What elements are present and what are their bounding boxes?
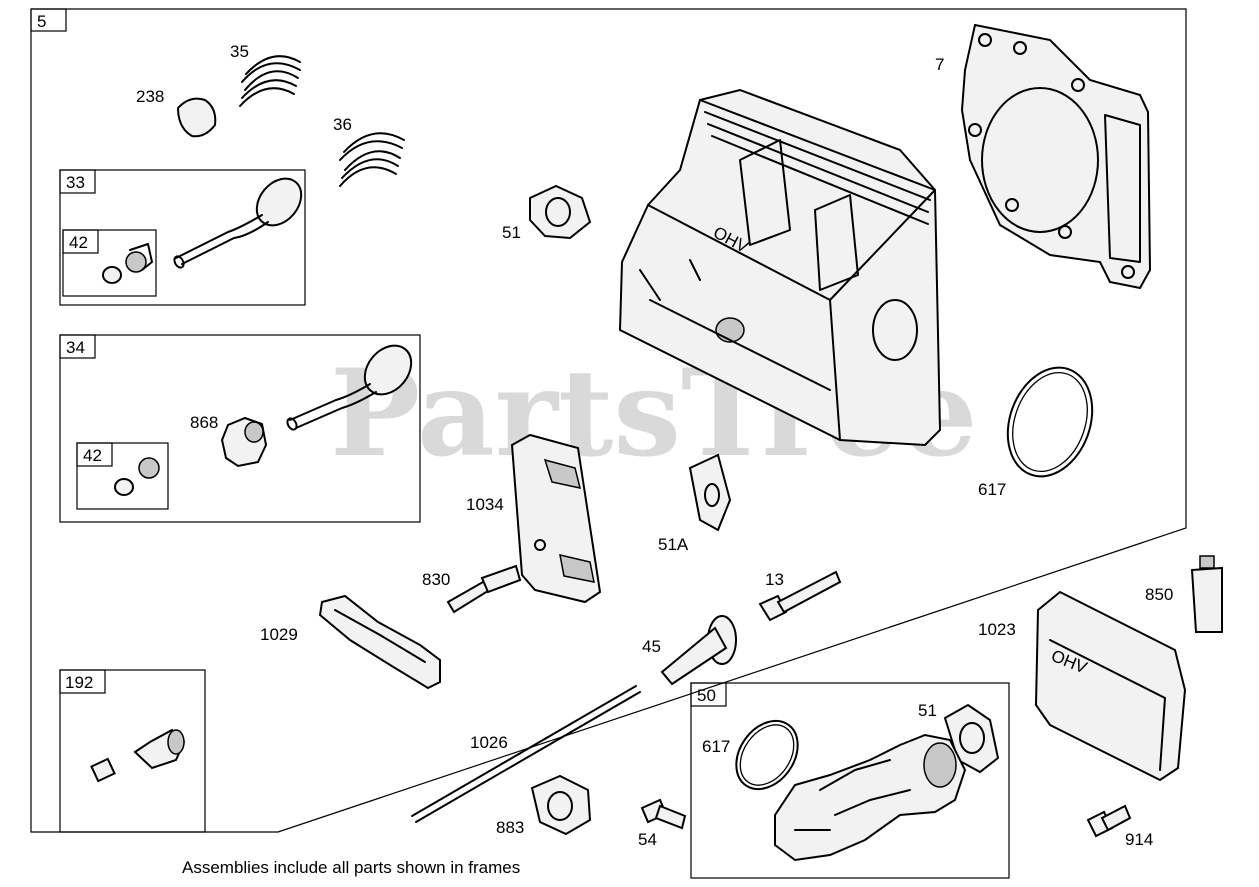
frame-33: 33 42 [59,169,306,306]
label-35: 35 [230,42,249,61]
frame-34-tag: 34 [66,338,85,357]
caption: Assemblies include all parts shown in fr… [182,858,521,877]
cap-238 [176,97,217,138]
frame-50-tag: 50 [697,686,716,705]
frame-192: 192 [59,669,206,833]
tube-45 [660,615,737,686]
frame-main: 5 [30,8,1187,833]
frame-42b-tag: 42 [83,446,102,465]
frame-42a-tag: 42 [69,233,88,252]
keepers-34 [114,457,160,496]
label-51a: 51A [658,535,689,554]
frame-33-tag: 33 [66,173,85,192]
spring-35 [239,55,301,107]
gasket-883 [530,774,592,836]
gasket-51a [688,453,732,532]
label-13: 13 [765,570,784,589]
label-1026: 1026 [470,733,508,752]
label-36: 36 [333,115,352,134]
valve-33 [173,177,303,269]
label-830: 830 [422,570,450,589]
label-850: 850 [1145,585,1173,604]
frame-50: 50 [690,682,1010,879]
stud-830 [446,564,522,614]
label-1034: 1034 [466,495,504,514]
fitting-192 [90,728,186,783]
callout-labels: 238 35 36 7 51 868 1034 51A 617 830 13 1… [136,42,1173,849]
label-54: 54 [638,830,657,849]
frame-192-tag: 192 [65,673,93,692]
gasket-1034 [510,433,602,604]
label-1029: 1029 [260,625,298,644]
head-gasket-7 [960,23,1152,290]
frame-34: 34 42 [59,334,421,523]
spring-36 [339,132,405,187]
valve-34 [286,344,413,431]
valve-cover-1023: OHV [1034,590,1187,782]
label-238: 238 [136,87,164,106]
keepers-33 [102,243,153,284]
frame-main-tag: 5 [37,12,46,31]
gasket-51 [529,184,592,240]
label-868: 868 [190,413,218,432]
cylinder-head: OHV [618,88,942,447]
label-51b: 51 [918,701,937,720]
label-914: 914 [1125,830,1153,849]
o-ring-617b [735,719,799,791]
bolt-13 [758,570,842,622]
rocker-arm-1029 [318,594,441,690]
o-ring-617 [1006,366,1094,478]
pushrod-1026 [411,685,641,823]
label-617: 617 [978,480,1006,499]
sealant-tube-850 [1190,555,1223,633]
label-7: 7 [935,55,944,74]
label-51: 51 [502,223,521,242]
intake-manifold [774,733,967,862]
label-45: 45 [642,637,661,656]
bolt-914 [1086,804,1132,838]
label-883: 883 [496,818,524,837]
label-617b: 617 [702,737,730,756]
screw-54 [640,798,687,830]
label-1023: 1023 [978,620,1016,639]
seal-868 [220,416,268,468]
